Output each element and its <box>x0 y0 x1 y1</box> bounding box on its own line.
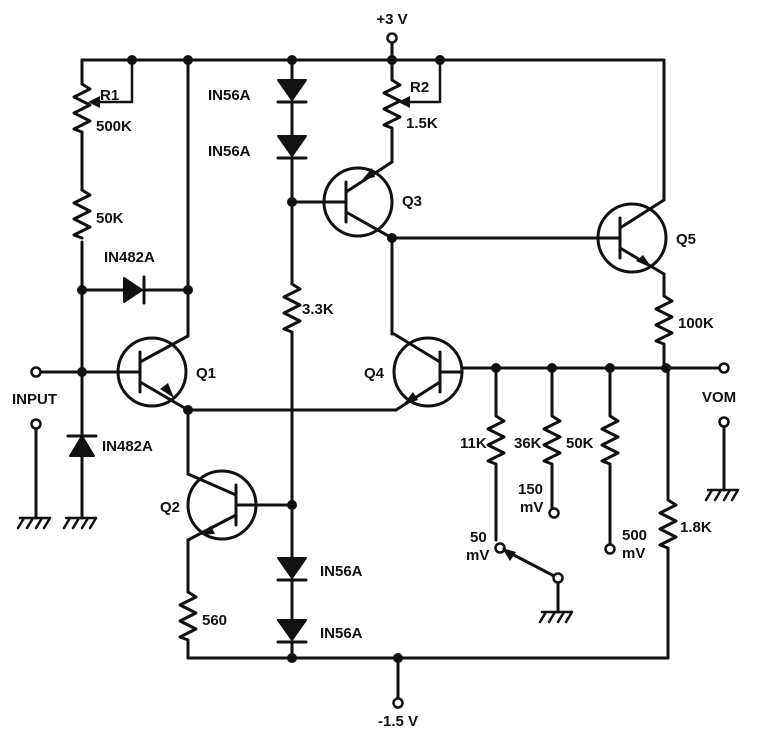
q3-label: Q3 <box>402 193 422 210</box>
range-50-contact <box>494 542 506 554</box>
ground-icon-diode <box>62 516 98 530</box>
diode-top1-label: IN56A <box>208 87 251 104</box>
r1-wiper-arrow <box>88 96 100 108</box>
r1-wiper <box>94 58 134 104</box>
rails <box>80 40 670 700</box>
resistor-50k-left-label: 50K <box>96 210 124 227</box>
q3-q5-bus <box>390 236 614 336</box>
r2-name: R2 <box>410 79 429 96</box>
ground-icon-switch <box>538 610 574 624</box>
q2-label: Q2 <box>160 499 180 516</box>
vom-terminal <box>718 362 730 374</box>
resistor-50k-range-label: 50K <box>566 435 594 452</box>
vneg-label: -1.5 V <box>378 713 418 730</box>
resistor-100k <box>654 294 674 370</box>
input-ground-terminal <box>30 418 42 430</box>
diode-in482a-h-label: IN482A <box>104 249 155 266</box>
resistor-560 <box>178 590 198 660</box>
input-label: INPUT <box>12 391 57 408</box>
range-150-unit: mV <box>520 499 543 516</box>
center-stack: IN56A IN56A 3.3K IN56A IN56A <box>208 58 363 660</box>
resistor-3-3k <box>282 282 302 334</box>
pot-r2: R2 1.5K <box>382 58 442 164</box>
range-500-contact <box>604 543 616 555</box>
diode-top2-label: IN56A <box>208 143 251 160</box>
diode-in482a-h <box>123 277 143 303</box>
transistor-q2: Q2 <box>160 408 294 594</box>
range-selector-switch[interactable] <box>502 548 574 624</box>
range-50-num: 50 <box>470 529 487 546</box>
range-500-unit: mV <box>622 545 645 562</box>
q5-label: Q5 <box>676 231 696 248</box>
range-500-num: 500 <box>622 527 647 544</box>
vpos-label: +3 V <box>376 11 407 28</box>
range-150-contact <box>548 507 560 519</box>
r1-pot-resistor <box>72 82 92 134</box>
range-36k: 36K 150 mV <box>514 366 562 519</box>
resistor-11k-label: 11K <box>460 435 487 452</box>
range-11k: 11K 50 mV <box>460 366 506 564</box>
ground-icon-input <box>16 516 52 530</box>
input-terminal <box>30 366 42 378</box>
resistor-100k-label: 100K <box>678 315 714 332</box>
r1-name: R1 <box>100 87 119 104</box>
diode-bot1-label: IN56A <box>320 563 363 580</box>
junction-dots <box>77 55 671 663</box>
resistor-50k-left <box>72 188 92 240</box>
r2-value: 1.5K <box>406 115 438 132</box>
transistor-q3: Q3 <box>322 160 422 240</box>
vom-label: VOM <box>702 389 736 406</box>
transistor-q5: Q5 <box>596 58 696 298</box>
diode-in482a-input <box>69 435 95 457</box>
ground-icon-vom <box>704 488 740 502</box>
diode-bot2-label: IN56A <box>320 625 363 642</box>
resistor-560-label: 560 <box>202 612 227 629</box>
vom-ground-terminal <box>718 416 730 428</box>
range-50-unit: mV <box>466 547 489 564</box>
q4-label: Q4 <box>364 365 385 382</box>
r1-value: 500K <box>96 118 132 135</box>
vpos-terminal <box>386 32 398 44</box>
resistor-1-8k-label: 1.8K <box>680 519 712 536</box>
resistor-3-3k-label: 3.3K <box>302 301 334 318</box>
range-50k: 50K 500 mV <box>566 366 647 562</box>
resistor-36k-label: 36K <box>514 435 542 452</box>
range-150-num: 150 <box>518 481 543 498</box>
vneg-terminal <box>392 697 404 709</box>
input-branch: R1 500K 50K IN482A INPUT IN482A <box>12 58 190 530</box>
resistor-1-8k <box>658 366 678 660</box>
diode-in482a-input-label: IN482A <box>102 438 153 455</box>
transistor-q1: Q1 <box>116 58 216 412</box>
q1-label: Q1 <box>196 365 216 382</box>
transistor-q4: Q4 <box>364 332 464 412</box>
